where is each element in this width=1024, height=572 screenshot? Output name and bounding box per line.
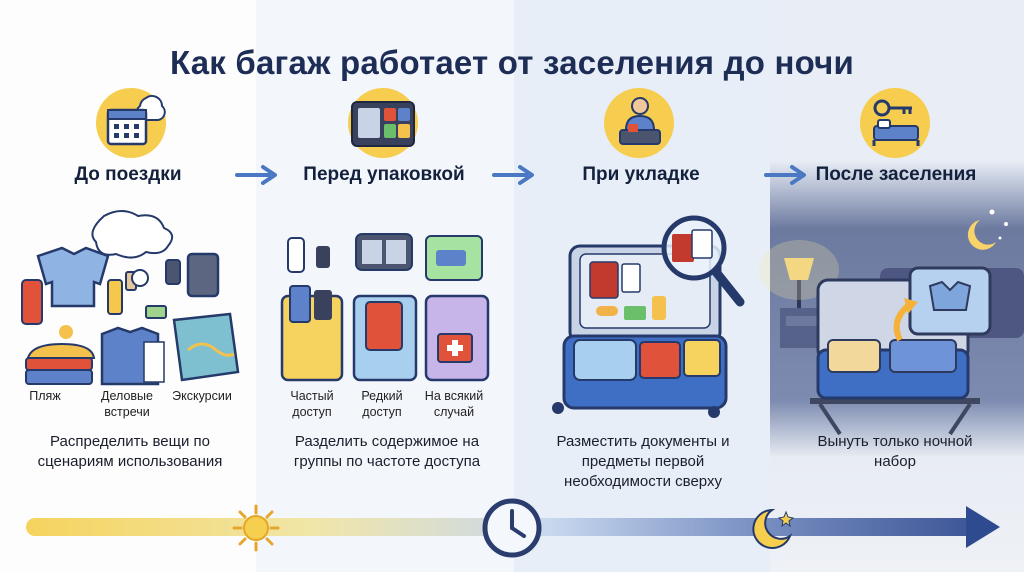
flow-arrow-3: [764, 165, 806, 185]
clothes-and-gadgets-illustration: [21, 210, 240, 386]
stage-2-title: Перед упаковкой: [303, 164, 465, 185]
stage-1-subitem-excursions: Экскурсии: [172, 389, 232, 403]
stage-1-description: Распределить вещи по сценариям использов…: [37, 433, 223, 470]
stage-2-description: Разделить содержимое на группы по частот…: [293, 433, 481, 470]
flow-arrow-2: [492, 165, 534, 185]
calendar-thought-icon: [106, 95, 166, 146]
stage-1-title: До поездки: [74, 164, 182, 185]
stage-3-title: При укладке: [582, 164, 700, 185]
stage-2-subitem-frequent: Частый доступ: [290, 389, 334, 419]
open-suitcase-illustration: [552, 215, 745, 418]
stage-3-description: Разместить документы и предметы первой н…: [556, 433, 730, 490]
night-room-illustration: [759, 209, 1024, 436]
clock-icon: [482, 498, 542, 558]
stage-2-subitem-rare: Редкий доступ: [361, 389, 403, 419]
stage-2-subitem-just-in-case: На всякий случай: [424, 389, 484, 419]
person-packing-icon: [619, 97, 661, 145]
moon-icon: [752, 508, 795, 549]
packing-cubes-illustration: [280, 233, 490, 382]
organizer-case-icon: [351, 101, 415, 147]
timeline-arrowhead: [966, 506, 1000, 548]
key-bed-icon: [872, 99, 920, 146]
stage-1-subitem-business: Деловые встречи: [101, 389, 153, 419]
flow-arrow-1: [235, 165, 277, 185]
sun-icon: [232, 504, 280, 552]
stage-4-icon-circle: [860, 88, 930, 158]
stage-1-subitem-beach: Пляж: [29, 389, 61, 403]
page-title: Как багаж работает от заселения до ночи: [170, 44, 854, 82]
stage-4-title: После заселения: [815, 164, 977, 185]
stage-4-description: Вынуть только ночной набор: [817, 433, 973, 470]
